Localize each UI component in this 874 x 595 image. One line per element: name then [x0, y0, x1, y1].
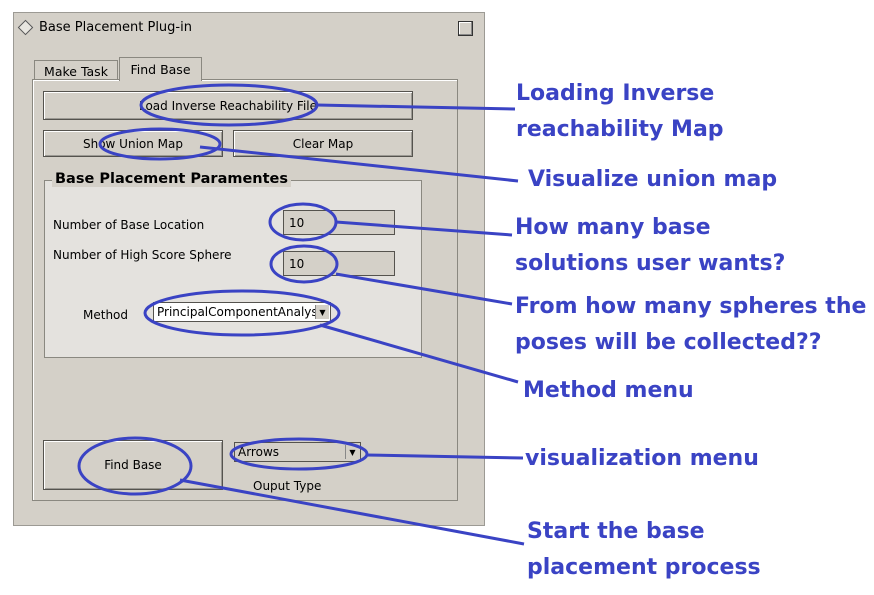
- annotation-load-line1: Loading Inverse: [516, 81, 715, 106]
- annotation-vis: visualization menu: [525, 441, 759, 477]
- load-irm-button[interactable]: Load Inverse Reachability File: [43, 91, 413, 120]
- method-select-value: PrincipalComponentAnalysis: [157, 305, 315, 319]
- clear-map-button[interactable]: Clear Map: [233, 130, 413, 157]
- annotation-spheres-line1: From how many spheres the: [515, 294, 867, 319]
- annotation-base: How many base solutions user wants?: [515, 210, 785, 282]
- annotation-spheres: From how many spheres the poses will be …: [515, 289, 866, 361]
- annotation-method: Method menu: [523, 373, 694, 409]
- output-type-value: Arrows: [238, 445, 280, 459]
- title-bar: Base Placement Plug-in: [13, 13, 483, 41]
- find-base-button[interactable]: Find Base: [43, 440, 223, 490]
- chevron-down-icon[interactable]: ▼: [315, 305, 329, 319]
- chevron-down-icon[interactable]: ▼: [345, 445, 359, 459]
- window-menu-icon[interactable]: [17, 19, 34, 36]
- annotation-union-line1: Visualize union map: [528, 167, 778, 192]
- method-label: Method: [83, 308, 129, 322]
- annotation-vis-line1: visualization menu: [525, 446, 759, 471]
- annotation-start-line1: Start the base: [527, 519, 705, 544]
- output-type-select[interactable]: Arrows ▼: [234, 442, 361, 462]
- annotation-spheres-line2: poses will be collected??: [515, 330, 822, 355]
- annotation-base-line2: solutions user wants?: [515, 251, 786, 276]
- num-base-input[interactable]: 10: [283, 210, 395, 235]
- annotation-union: Visualize union map: [528, 162, 777, 198]
- num-sphere-input[interactable]: 10: [283, 251, 395, 276]
- annotation-load-line2: reachability Map: [516, 117, 724, 142]
- annotation-method-line1: Method menu: [523, 378, 694, 403]
- annotation-base-line1: How many base: [515, 215, 711, 240]
- method-select[interactable]: PrincipalComponentAnalysis ▼: [153, 302, 331, 322]
- annotation-load: Loading Inverse reachability Map: [516, 76, 724, 148]
- tab-find-base[interactable]: Find Base: [119, 57, 202, 81]
- annotation-start: Start the base placement process: [527, 514, 761, 586]
- annotation-start-line2: placement process: [527, 555, 761, 580]
- num-base-label: Number of Base Location: [53, 218, 205, 232]
- tab-make-task[interactable]: Make Task: [34, 60, 118, 81]
- output-type-label: Ouput Type: [253, 479, 322, 493]
- num-sphere-label: Number of High Score Sphere: [53, 248, 232, 262]
- group-title: Base Placement Paramentes: [52, 171, 292, 187]
- show-union-map-button[interactable]: Show Union Map: [43, 130, 223, 157]
- maximize-icon[interactable]: [458, 21, 473, 36]
- window-title: Base Placement Plug-in: [39, 20, 192, 35]
